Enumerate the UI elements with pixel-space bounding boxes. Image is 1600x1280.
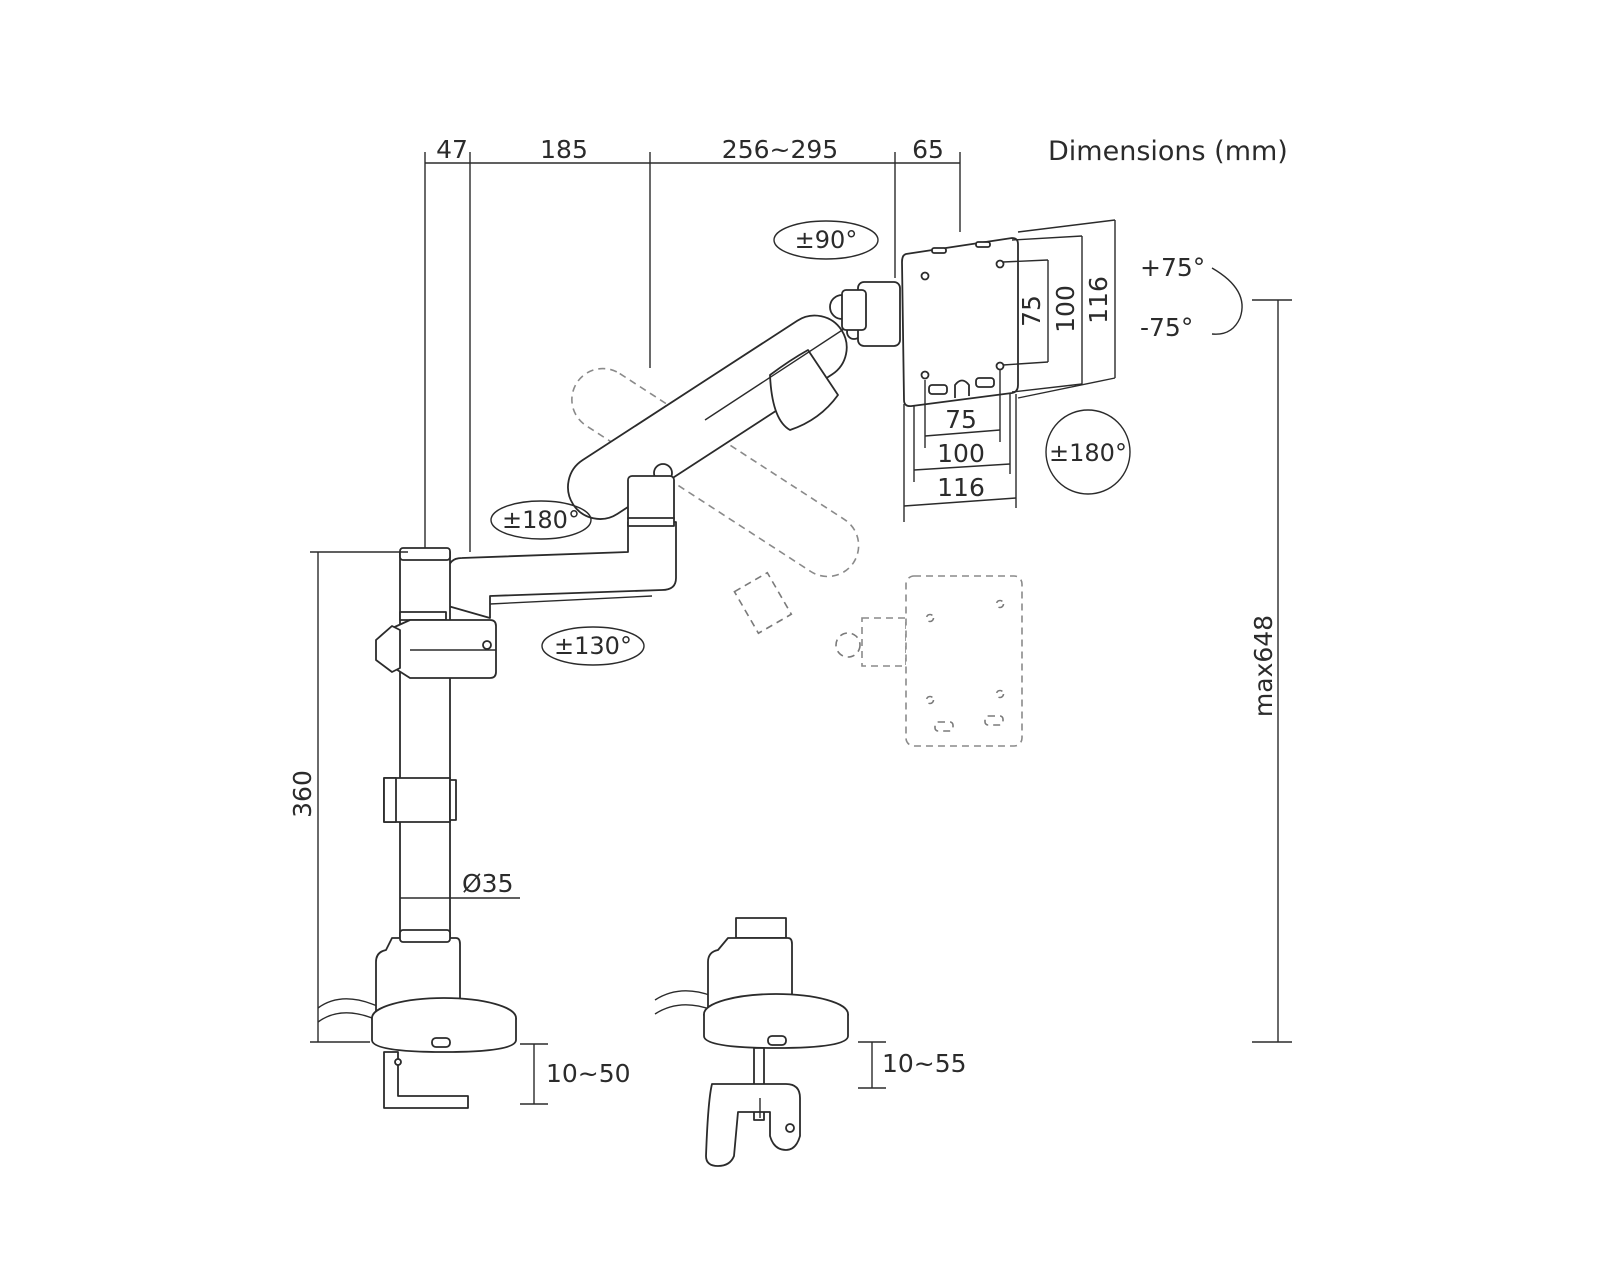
vesa-h-116: 116 xyxy=(937,473,985,502)
max-height: max648 xyxy=(1249,615,1278,717)
dim-lower-arm: 185 xyxy=(540,135,588,164)
tilt-head xyxy=(841,281,901,347)
pole-diameter: Ø35 xyxy=(462,869,514,898)
ghost-lowered-arm xyxy=(571,367,1023,747)
pole-height: 360 xyxy=(288,770,317,818)
lower-arm xyxy=(447,475,677,619)
grommet-range-dim: 10~55 xyxy=(858,1041,967,1089)
pole-diameter-dim: Ø35 xyxy=(400,869,520,899)
dim-upper-arm: 256~295 xyxy=(722,135,838,164)
pole-tube xyxy=(399,551,451,939)
dim-head-depth: 65 xyxy=(912,135,944,164)
grommet-base xyxy=(654,917,849,1167)
clamp-range: 10~50 xyxy=(546,1059,631,1088)
pole-height-dim: 360 xyxy=(288,551,408,1043)
max-height-dim: max648 xyxy=(1249,299,1292,1043)
drawing-title: Dimensions (mm) xyxy=(1048,136,1288,167)
pole xyxy=(375,547,497,939)
svg-text:+75°: +75° xyxy=(1140,253,1205,282)
svg-text:±90°: ±90° xyxy=(795,226,858,254)
svg-text:±180°: ±180° xyxy=(1049,439,1127,467)
vesa-plate xyxy=(901,237,1019,408)
svg-text:±180°: ±180° xyxy=(502,506,580,534)
screen-swivel-indicator: ±180° xyxy=(1045,409,1131,495)
vesa-h-75: 75 xyxy=(945,405,977,434)
clamp-base xyxy=(317,929,517,1109)
vesa-v-116: 116 xyxy=(1084,276,1113,324)
base-swivel-indicator: ±130° xyxy=(541,626,645,666)
grommet-range: 10~55 xyxy=(882,1049,967,1078)
top-dimension-chain: 47 185 256~295 65 xyxy=(424,135,961,552)
vesa-v-75: 75 xyxy=(1017,295,1046,327)
head-rotate-indicator: ±90° xyxy=(773,220,879,260)
vesa-h-100: 100 xyxy=(937,439,985,468)
vesa-v-100: 100 xyxy=(1051,285,1080,333)
dim-pole-offset: 47 xyxy=(436,135,468,164)
clamp-range-dim: 10~50 xyxy=(520,1043,631,1105)
ghost-vesa-plate xyxy=(905,575,1023,747)
arm-swivel-indicator: ±180° xyxy=(490,500,592,540)
svg-text:-75°: -75° xyxy=(1140,313,1193,342)
vesa-horizontal-dims: 75 100 116 xyxy=(903,370,1017,522)
tilt-indicator: +75° -75° xyxy=(1140,253,1243,342)
vesa-vertical-dims: 75 100 116 xyxy=(1002,219,1116,399)
svg-text:±130°: ±130° xyxy=(554,632,632,660)
